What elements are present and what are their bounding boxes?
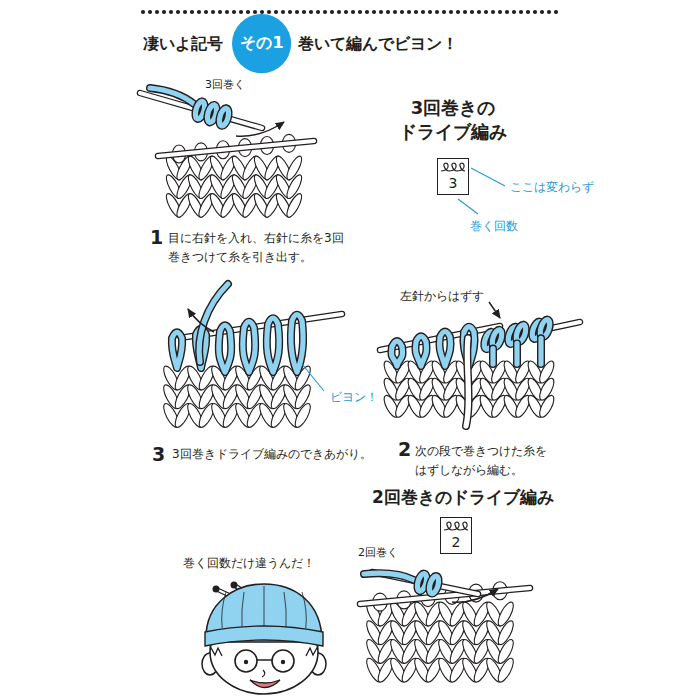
knitter-character (202, 582, 326, 695)
symbol-title: 3回巻きの ドライブ編み (392, 96, 514, 145)
step-text: 目に右針を入れ、右針に糸を3回 巻きつけて糸を引き出す。 (168, 229, 383, 266)
speech-text: 巻く回数だけ違うんだ！ (183, 556, 315, 571)
header-title: 凄いよ記号 (143, 34, 223, 54)
header-text: 巻いて編んでビヨン！ (298, 34, 458, 54)
callout-note: ここは変わらず (510, 180, 594, 195)
label-holder: 3回巻きドライブ編みのできあがり。 (172, 447, 372, 462)
step-text: 次の段で巻きつけた糸を はずしながら編む。 (415, 442, 595, 479)
label-holder: 次の段で巻きつけた糸を はずしながら編む。 (415, 442, 595, 479)
title-holder: 凄いよ記号 (143, 34, 223, 54)
action-note: 左針からはずす (400, 289, 484, 304)
step-number: 1 (150, 226, 163, 250)
label-holder: 左針からはずす (400, 289, 484, 304)
wrap-count-number: 2 (448, 535, 465, 553)
label-holder: 巻く回数 (470, 219, 518, 234)
symbol-title: 2回巻きのドライブ編み (372, 487, 554, 508)
knitting-step-1 (140, 88, 314, 219)
label-holder: 2回巻きのドライブ編み (372, 487, 554, 508)
wrap-count-note: 3回巻く (205, 78, 245, 92)
badge-text: その1 (240, 33, 283, 54)
step-number: 2 (398, 438, 411, 462)
dotted-rule (141, 10, 558, 14)
label-holder: 2 (398, 438, 411, 462)
stitch-symbol-box: 3 (437, 158, 469, 195)
label-holder: 3 (152, 443, 165, 467)
label-holder: 3回巻く (205, 78, 245, 92)
knitting-step-3 (161, 284, 342, 429)
wrap-count-number: 3 (445, 176, 462, 194)
label-holder: ビヨン！ (330, 390, 378, 405)
label-holder: 巻いて編んでビヨン！ (298, 34, 458, 54)
callout-note: 巻く回数 (470, 219, 518, 234)
label-holder: 巻く回数だけ違うんだ！ (183, 556, 315, 571)
label-holder: 3回巻きの ドライブ編み (392, 96, 514, 145)
loop-symbol (440, 162, 466, 173)
stitch-symbol-box: 2 (440, 517, 472, 554)
label-holder: 2回巻く (358, 546, 398, 560)
label-holder: 1 (150, 226, 163, 250)
step-number: 3 (152, 443, 165, 467)
step-text: 3回巻きドライブ編みのできあがり。 (172, 447, 372, 462)
loop-symbol (443, 521, 469, 532)
knitting-step-2 (380, 302, 580, 426)
knitting-two-wraps (360, 572, 530, 684)
wrap-count-note: 2回巻く (358, 546, 398, 560)
section-badge: その1 (232, 14, 291, 73)
label-holder: ここは変わらず (510, 180, 594, 195)
callout-note: ビヨン！ (330, 390, 378, 405)
label-holder: 目に右針を入れ、右針に糸を3回 巻きつけて糸を引き出す。 (168, 229, 383, 266)
